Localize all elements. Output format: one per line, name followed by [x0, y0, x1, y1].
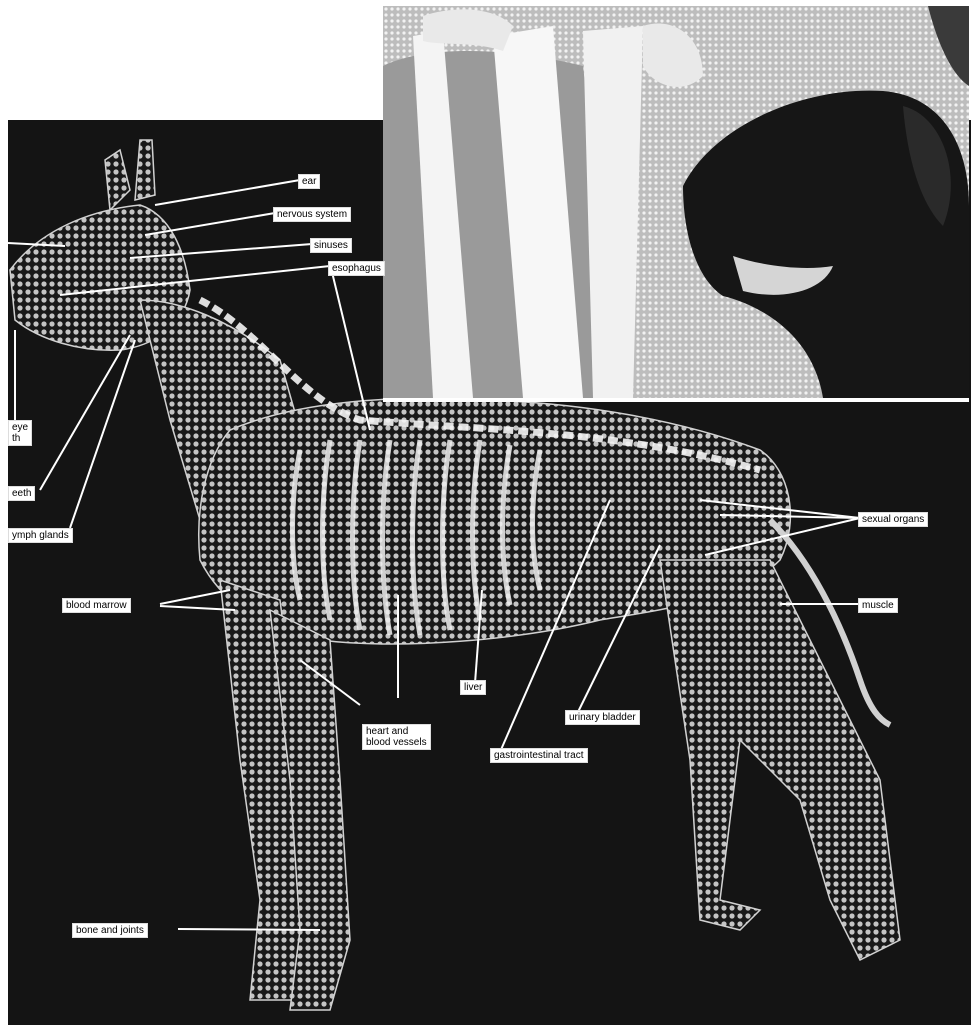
label-teeth: eeth — [8, 486, 35, 501]
label-muscle: muscle — [858, 598, 898, 613]
inset-photo-dog-with-towels — [383, 6, 969, 402]
label-eye-teeth: eye th — [8, 420, 32, 446]
label-ear: ear — [298, 174, 320, 189]
towel-right — [583, 26, 643, 398]
label-lymph-glands: ymph glands — [8, 528, 73, 543]
inset-photo-drawing — [383, 6, 969, 398]
label-gastrointestinal-tract: gastrointestinal tract — [490, 748, 588, 763]
label-esophagus: esophagus — [328, 261, 385, 276]
label-blood-marrow: blood marrow — [62, 598, 131, 613]
label-heart-and-blood-vessels: heart and blood vessels — [362, 724, 431, 750]
label-nervous-system: nervous system — [273, 207, 351, 222]
label-bone-and-joints: bone and joints — [72, 923, 148, 938]
label-urinary-bladder: urinary bladder — [565, 710, 640, 725]
label-liver: liver — [460, 680, 486, 695]
label-sexual-organs: sexual organs — [858, 512, 928, 527]
label-sinuses: sinuses — [310, 238, 352, 253]
